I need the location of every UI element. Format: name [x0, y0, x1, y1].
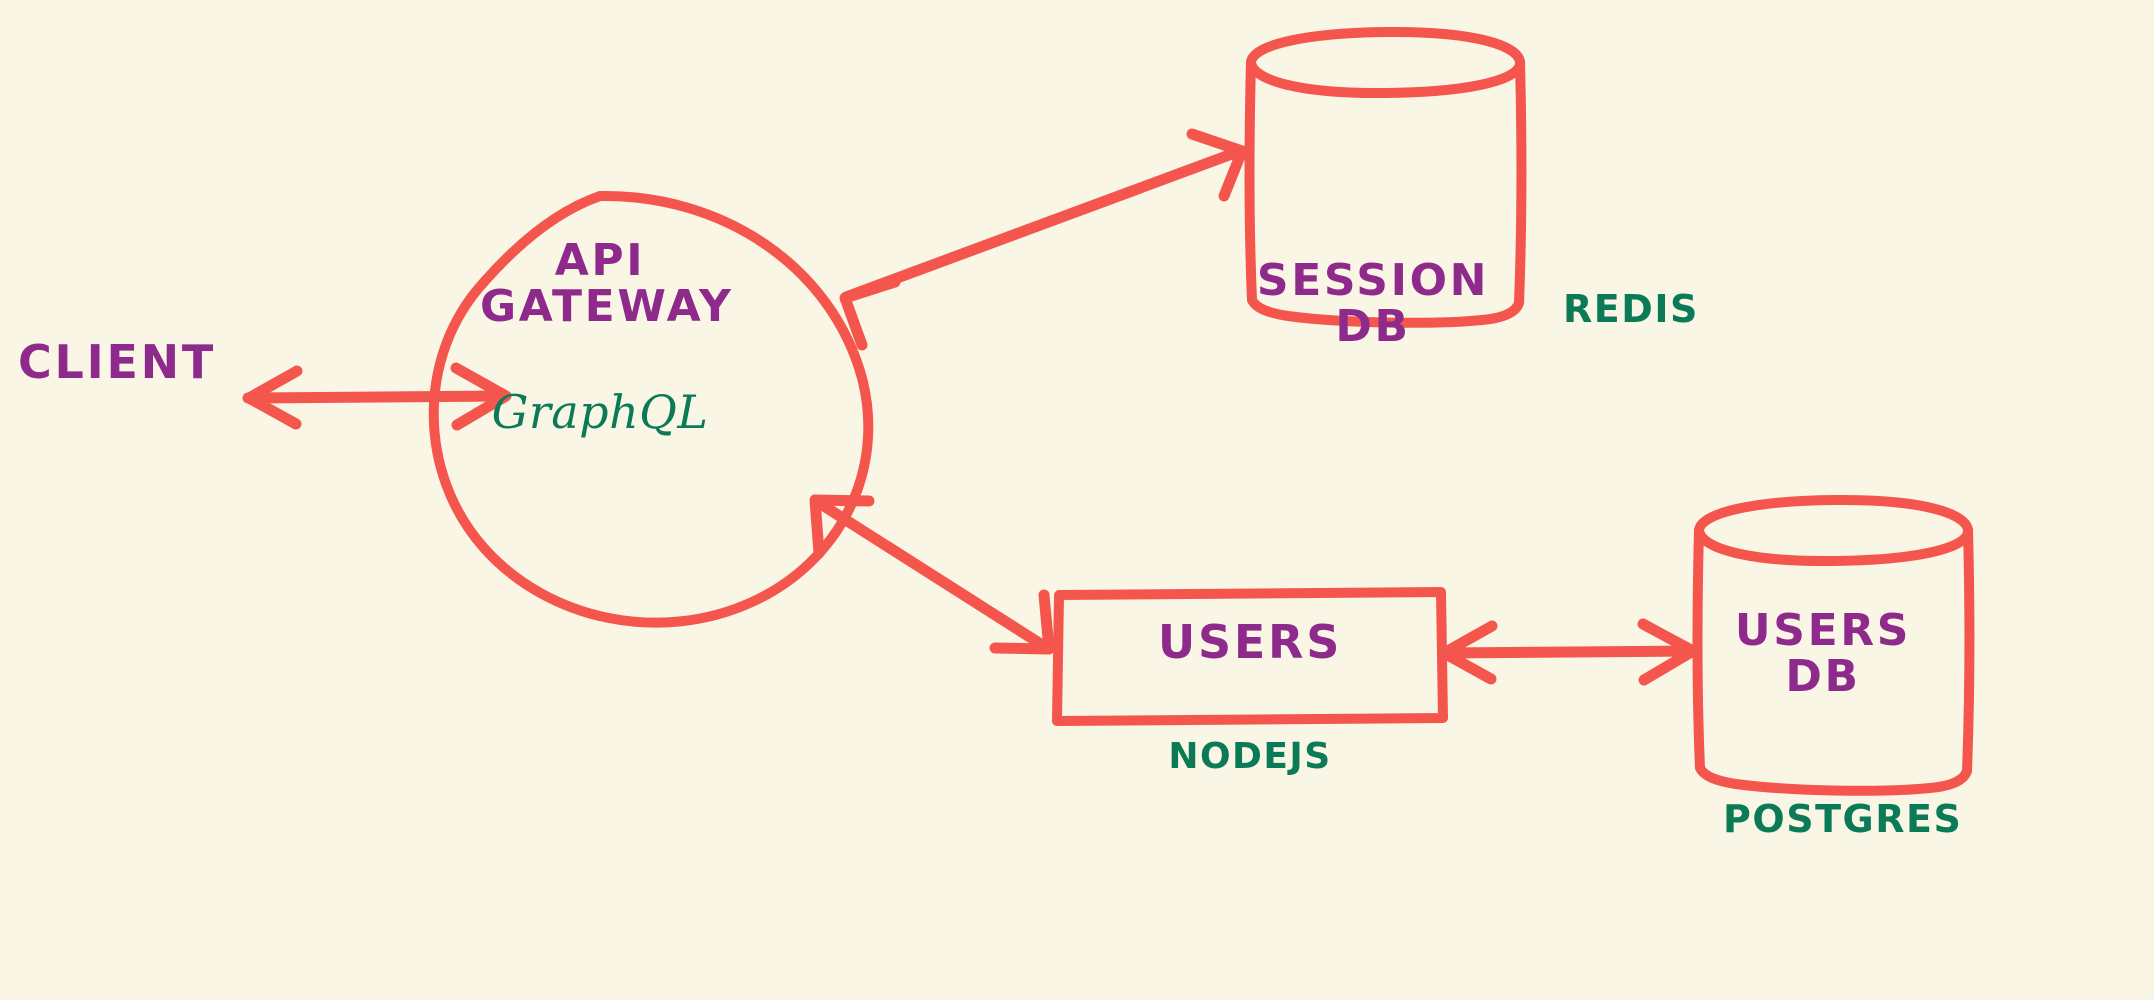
node-label-users-db-line2: DB	[1785, 651, 1861, 703]
node-label-users-db-line1: USERS	[1734, 605, 1912, 656]
tech-label-postgres: POSTGRES	[1723, 797, 1963, 841]
node-label-api-gateway-line1: API	[554, 235, 646, 286]
node-shape-session-db[interactable]	[1244, 26, 1527, 328]
tech-label-redis: REDIS	[1563, 287, 1699, 331]
edge-users-users-db[interactable]	[1437, 618, 1699, 686]
node-label-session-db: SESSION DB	[1223, 255, 1523, 353]
tech-label-nodejs: NODEJS	[1168, 736, 1332, 777]
edge-client-api-gateway[interactable]	[242, 362, 512, 431]
node-shape-users-box[interactable]	[1052, 587, 1448, 726]
node-label-session-db-line1: SESSION	[1256, 255, 1490, 306]
edge-api-gateway-users[interactable]	[809, 494, 1055, 655]
node-label-users: USERS	[1157, 615, 1343, 669]
tech-label-graphql: GraphQL	[491, 385, 709, 439]
node-shape-users-db[interactable]	[1692, 494, 1975, 796]
node-label-client: CLIENT	[18, 335, 217, 389]
node-label-api-gateway-line2: GATEWAY	[480, 281, 734, 333]
node-label-users-db: USERS DB	[1673, 605, 1973, 703]
node-label-session-db-line2: DB	[1335, 301, 1411, 353]
node-shape-api-gateway[interactable]	[428, 190, 874, 628]
edge-api-gateway-session-db[interactable]	[839, 128, 1248, 351]
node-label-api-gateway: API GATEWAY	[480, 235, 734, 333]
